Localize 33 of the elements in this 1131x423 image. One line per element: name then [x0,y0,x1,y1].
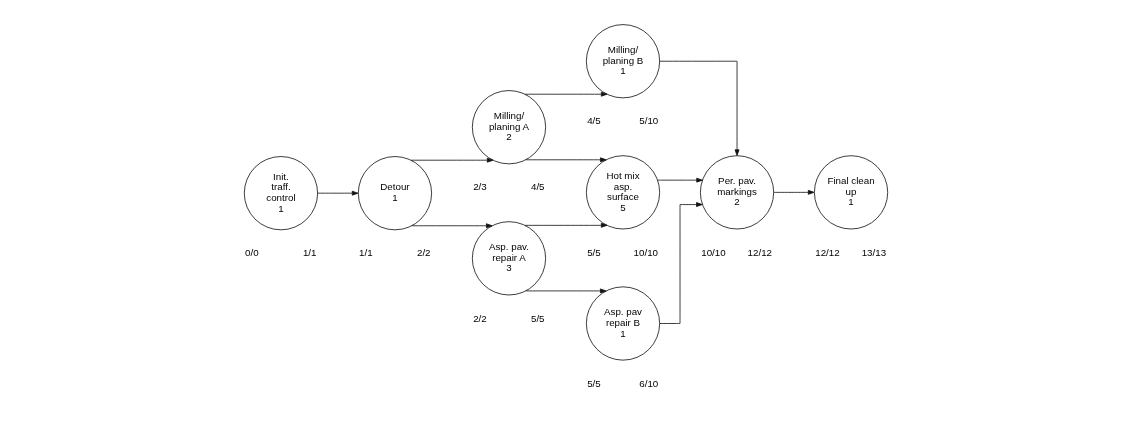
arrow [524,222,607,228]
arrow [772,189,814,195]
node-label: 2/2 [416,247,431,259]
arrow [316,190,358,196]
arrow [658,202,703,324]
arrow [658,60,739,156]
node-label: 5/5 [586,246,601,258]
node-label: 5/5 [586,377,601,389]
node-label: 0/0 [244,247,259,259]
node-circle: Detour 1 [357,156,432,231]
node-label: 4/5 [530,181,545,193]
node-label: 5/5 [530,312,545,324]
arrow [524,91,607,97]
node-label: 12/12 [814,246,840,258]
arrow [524,157,607,163]
node-circle: Final clean up 1 [813,155,888,230]
node-label: 10/10 [700,246,726,258]
arrow [410,223,492,229]
arrow [656,177,703,183]
node-label: 5/10 [638,115,658,127]
node-label: 1/1 [358,247,373,259]
node-label: 2/2 [472,312,487,324]
arrow [410,157,493,163]
node-label: 13/13 [861,246,886,258]
node-label: 12/12 [747,246,772,258]
node-circle: Per. pav. markings 2 [699,155,774,230]
node-circle: Init. traff. control 1 [243,156,318,231]
node-label: 10/10 [633,246,658,258]
node-label: 2/3 [472,181,487,193]
node-label: 4/5 [586,115,601,127]
node-label: 6/10 [638,377,658,389]
node-label: 1/1 [302,247,317,259]
arrow [524,288,607,294]
